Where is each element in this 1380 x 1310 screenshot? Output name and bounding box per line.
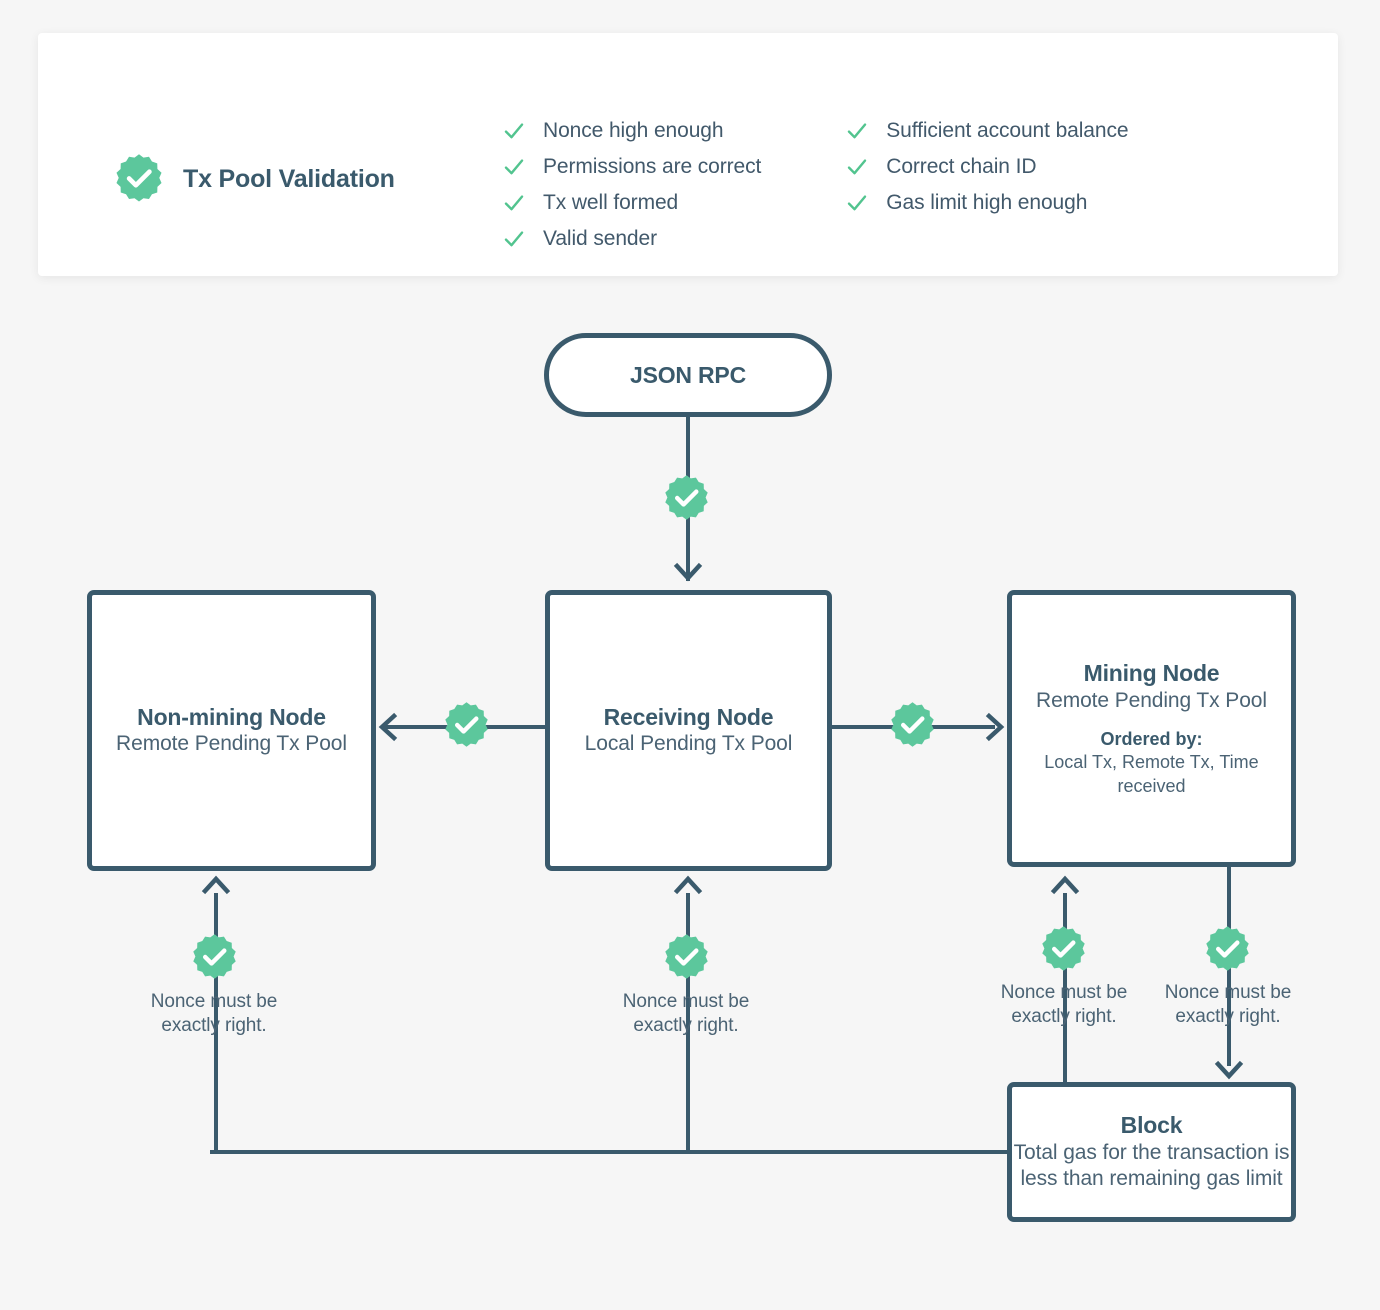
validation-item-label: Permissions are correct xyxy=(543,155,762,178)
validation-item-label: Correct chain ID xyxy=(886,155,1037,178)
panel-title: Tx Pool Validation xyxy=(183,164,395,193)
validation-item: Tx well formed xyxy=(502,189,761,217)
node-block[interactable]: Block Total gas for the transaction is l… xyxy=(1007,1082,1296,1222)
node-json-rpc-title: JSON RPC xyxy=(630,361,746,388)
arrow-down-icon xyxy=(673,561,703,583)
validation-column-1: Nonce high enough Permissions are correc… xyxy=(502,117,761,253)
check-rosette-icon xyxy=(1203,925,1252,974)
validation-item: Sufficient account balance xyxy=(845,117,1129,145)
validation-item: Nonce high enough xyxy=(502,117,761,145)
node-block-title: Block xyxy=(1120,1111,1183,1138)
validation-check-columns: Nonce high enough Permissions are correc… xyxy=(502,117,1129,253)
edge-block-to-receiving-line xyxy=(686,893,690,1152)
node-receiving-subtitle: Local Pending Tx Pool xyxy=(584,732,793,756)
check-rosette-icon xyxy=(1039,925,1088,974)
check-icon xyxy=(502,155,526,179)
check-rosette-icon xyxy=(190,933,239,982)
arrow-down-icon xyxy=(1214,1059,1244,1081)
validation-item-label: Valid sender xyxy=(543,227,657,250)
arrow-up-icon xyxy=(673,874,703,896)
check-icon xyxy=(502,227,526,251)
node-mining-title: Mining Node xyxy=(1083,660,1220,687)
check-rosette-icon xyxy=(113,153,165,205)
arrow-up-icon xyxy=(1050,874,1080,896)
arrow-left-icon xyxy=(377,712,399,742)
check-icon xyxy=(845,155,869,179)
validation-item-label: Gas limit high enough xyxy=(886,191,1088,214)
node-block-subtitle: Total gas for the transaction is less th… xyxy=(1013,1140,1290,1191)
edge-block-to-mining-line xyxy=(1063,893,1067,1083)
check-icon xyxy=(845,119,869,143)
check-icon xyxy=(845,191,869,215)
node-mining[interactable]: Mining Node Remote Pending Tx Pool Order… xyxy=(1007,590,1296,867)
edge-block-to-non-mining-line xyxy=(214,893,218,1152)
panel-title-group: Tx Pool Validation xyxy=(113,153,395,205)
validation-item-label: Nonce high enough xyxy=(543,119,724,142)
arrow-right-icon xyxy=(984,712,1006,742)
node-mining-ordered-by-title: Ordered by: xyxy=(1100,729,1203,750)
node-mining-subtitle: Remote Pending Tx Pool xyxy=(1036,689,1267,713)
check-rosette-icon xyxy=(442,701,491,750)
validation-item: Correct chain ID xyxy=(845,153,1128,181)
validation-item-label: Sufficient account balance xyxy=(886,119,1129,142)
edge-label-mining-up-nonce: Nonce must be exactly right. xyxy=(1000,982,1128,1027)
node-json-rpc[interactable]: JSON RPC xyxy=(544,333,832,417)
block-return-trunk-line xyxy=(210,1150,1010,1154)
validation-column-2: Sufficient account balance Correct chain… xyxy=(845,117,1129,253)
node-receiving[interactable]: Receiving Node Local Pending Tx Pool xyxy=(545,590,832,871)
validation-item: Gas limit high enough xyxy=(845,189,1128,217)
validation-item-label: Tx well formed xyxy=(543,191,679,214)
check-icon xyxy=(502,119,526,143)
node-non-mining[interactable]: Non-mining Node Remote Pending Tx Pool xyxy=(87,590,376,871)
node-non-mining-title: Non-mining Node xyxy=(137,703,326,730)
edge-label-receiving-nonce: Nonce must be exactly right. xyxy=(622,991,750,1036)
check-rosette-icon xyxy=(888,701,937,750)
validation-item: Valid sender xyxy=(502,225,761,253)
node-mining-ordered-by-value: Local Tx, Remote Tx, Time received xyxy=(1044,752,1259,796)
edge-label-mining-down-nonce: Nonce must be exactly right. xyxy=(1164,982,1292,1027)
edge-label-non-mining-nonce: Nonce must be exactly right. xyxy=(150,991,278,1036)
arrow-up-icon xyxy=(201,874,231,896)
tx-pool-validation-panel: Tx Pool Validation Nonce high enough Per… xyxy=(38,33,1338,276)
node-receiving-title: Receiving Node xyxy=(603,703,774,730)
validation-item: Permissions are correct xyxy=(502,153,761,181)
check-rosette-icon xyxy=(662,933,711,982)
node-non-mining-subtitle: Remote Pending Tx Pool xyxy=(116,732,347,756)
check-rosette-icon xyxy=(662,474,711,523)
check-icon xyxy=(502,191,526,215)
